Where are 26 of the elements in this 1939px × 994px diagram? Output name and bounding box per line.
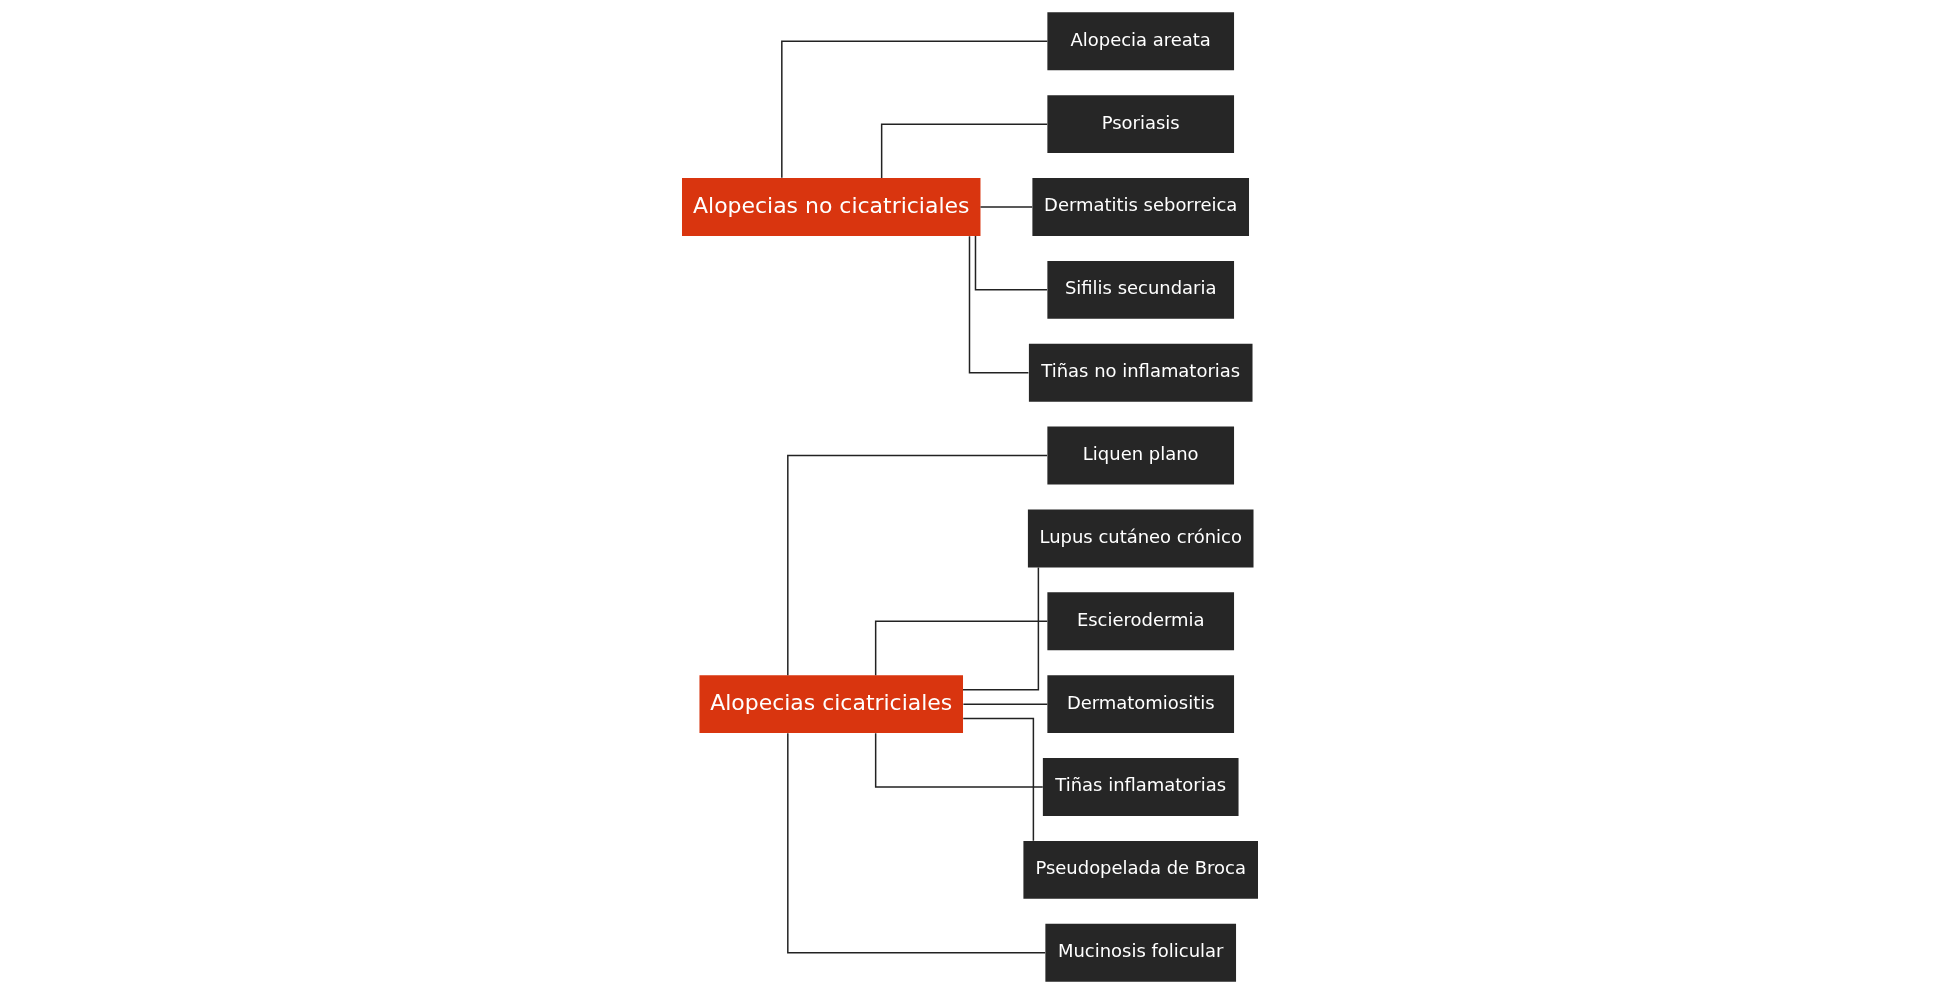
node-box: Liquen plano: [1046, 426, 1234, 485]
connector: [874, 620, 1048, 676]
node-box: Psoriasis: [1046, 95, 1234, 154]
node-box: Mucinosis folicular: [1044, 923, 1236, 982]
connector: [961, 566, 1039, 691]
connector: [786, 454, 1048, 676]
connector: [974, 235, 1048, 291]
node-box: Sifilis secundaria: [1046, 260, 1234, 319]
node-box: Alopecias cicatriciales: [698, 675, 963, 734]
connector: [979, 206, 1033, 208]
connector: [880, 123, 1048, 179]
connector: [780, 40, 1048, 179]
connector: [874, 732, 1043, 788]
node-box: Escierodermia: [1046, 592, 1234, 651]
connector: [968, 235, 1029, 374]
connector: [786, 732, 1046, 954]
node-box: Pseudopelada de Broca: [1022, 840, 1258, 899]
connector: [962, 717, 1034, 842]
node-box: Dermatitis seborreica: [1031, 178, 1249, 236]
node-box: Alopecias no cicatriciales: [681, 178, 980, 236]
node-box: Tiñas no inflamatorias: [1028, 343, 1252, 402]
node-box: Alopecia areata: [1046, 12, 1234, 71]
node-box: Tiñas inflamatorias: [1042, 758, 1239, 816]
node-box: Lupus cutáneo crónico: [1027, 509, 1253, 568]
connector: [962, 703, 1048, 705]
node-box: Dermatomiositis: [1046, 675, 1234, 734]
